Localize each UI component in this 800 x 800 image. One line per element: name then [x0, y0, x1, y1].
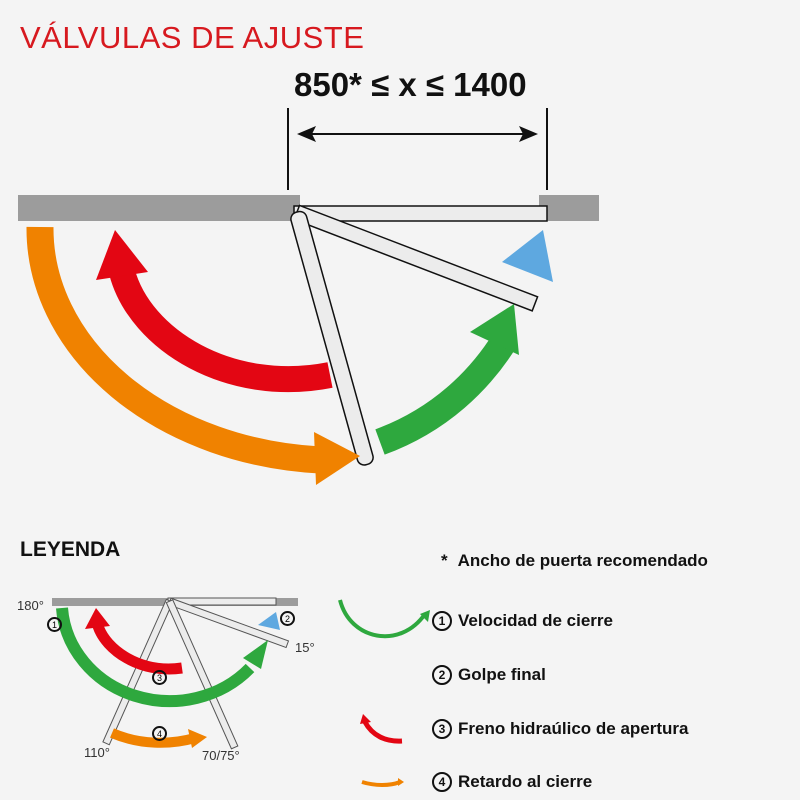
legend-item-final-stroke: 2 Golpe final	[432, 665, 546, 685]
wall-right	[539, 195, 599, 221]
wall-left	[18, 195, 300, 221]
angle-110-label: 110°	[84, 745, 110, 760]
green-closing-arrow	[375, 332, 517, 455]
legend-icon-red	[362, 720, 403, 744]
legend-icon-green	[338, 599, 427, 639]
legend-note: * Ancho de puerta recomendado	[441, 551, 708, 571]
page-title: VÁLVULAS DE AJUSTE	[20, 20, 365, 55]
dimension-indicator	[287, 108, 548, 190]
legend-diagram	[52, 597, 298, 750]
marker-4: 4	[152, 726, 167, 741]
red-brake-arrow	[109, 268, 333, 393]
legend-item-hydraulic-brake: 3 Freno hidraúlico de apertura	[432, 719, 689, 739]
angle-15-label: 15°	[295, 640, 315, 655]
legend-label: Retardo al cierre	[458, 772, 593, 791]
legend-heading: LEYENDA	[20, 538, 121, 561]
final-stroke-triangle	[502, 230, 553, 282]
angle-70-75-label: 70/75°	[202, 748, 240, 763]
note-text: Ancho de puerta recomendado	[457, 551, 708, 570]
marker-1: 1	[47, 617, 62, 632]
num-badge: 2	[432, 665, 452, 685]
num-badge: 3	[432, 719, 452, 739]
legend-item-closing-delay: 4 Retardo al cierre	[432, 772, 592, 792]
marker-2: 2	[280, 611, 295, 626]
orange-delay-arrow	[26, 226, 321, 474]
legend-label: Freno hidraúlico de apertura	[458, 719, 689, 738]
door-open	[290, 210, 374, 466]
legend-label: Golpe final	[458, 665, 546, 684]
legend-item-closing-speed: 1 Velocidad de cierre	[432, 611, 613, 631]
angle-180-label: 180°	[17, 598, 44, 613]
asterisk: *	[441, 551, 448, 570]
door-width-range-label: 850* ≤ x ≤ 1400	[294, 66, 527, 103]
num-badge: 4	[432, 772, 452, 792]
marker-3: 3	[152, 670, 167, 685]
legend-icon-orange	[361, 780, 401, 787]
num-badge: 1	[432, 611, 452, 631]
legend-label: Velocidad de cierre	[458, 611, 613, 630]
